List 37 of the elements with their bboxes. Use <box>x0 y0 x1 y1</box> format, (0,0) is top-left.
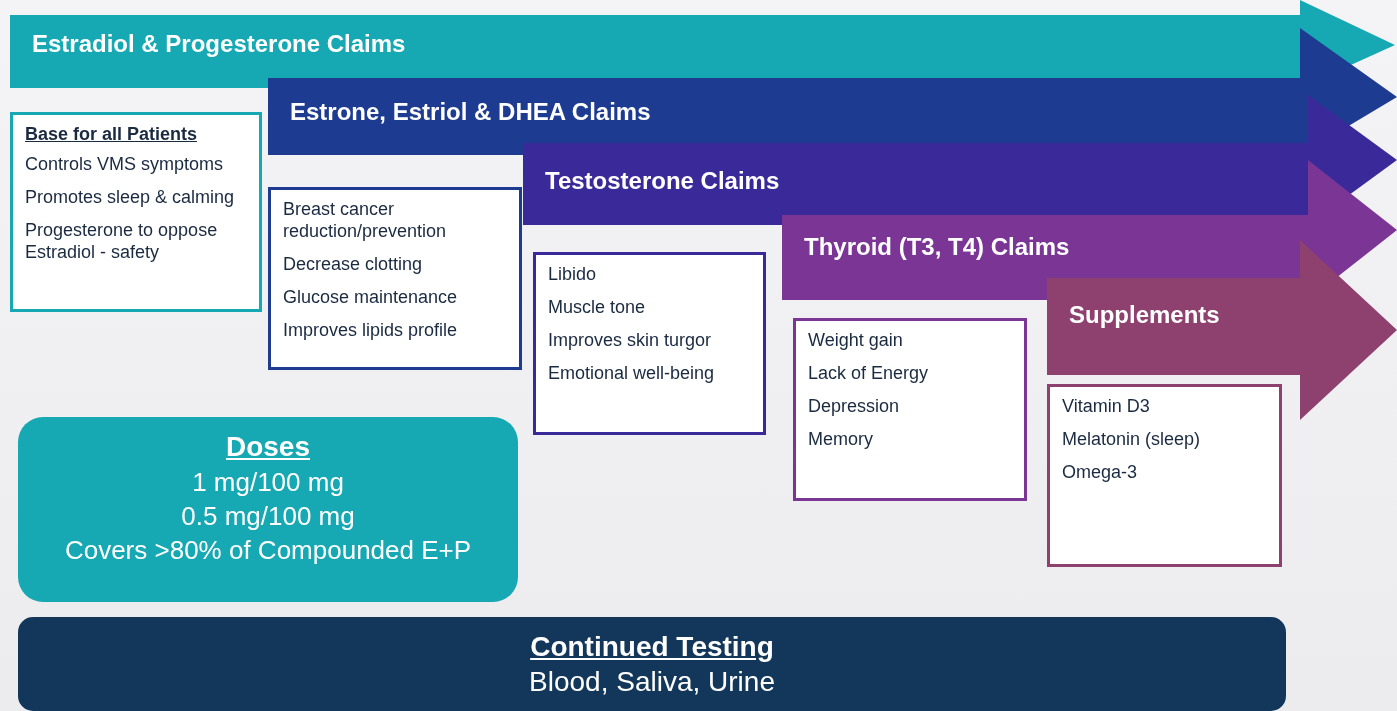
list-item: Weight gain <box>808 329 904 351</box>
dose-panel <box>18 417 518 602</box>
list-item: Improves lipids profile <box>283 319 459 341</box>
list-item: Controls VMS symptoms <box>25 153 225 175</box>
list-item: Improves skin turgor <box>548 329 713 351</box>
list-item: Progesterone to oppose Estradiol - safety <box>25 219 219 263</box>
list-item: Depression <box>808 395 901 417</box>
claims-box <box>533 252 766 435</box>
panel-text: Blood, Saliva, Urine <box>528 665 776 699</box>
list-item: Breast cancer reduction/prevention <box>283 198 448 242</box>
list-heading: Base for all Patients <box>25 123 199 145</box>
list-item: Libido <box>548 263 598 285</box>
testing-banner <box>18 617 1286 711</box>
claims-box <box>10 112 262 312</box>
list-item: Omega-3 <box>1062 461 1139 483</box>
panel-text: 0.5 mg/100 mg <box>180 500 356 533</box>
panel-heading: Continued Testing <box>529 630 775 664</box>
claims-box <box>793 318 1027 501</box>
list-item: Promotes sleep & calming <box>25 186 236 208</box>
list-item: Decrease clotting <box>283 253 424 275</box>
list-item: Vitamin D3 <box>1062 395 1151 417</box>
list-item: Lack of Energy <box>808 362 930 384</box>
panel-text: 1 mg/100 mg <box>191 466 345 499</box>
panel-text: Covers >80% of Compounded E+P <box>63 534 473 567</box>
list-item: Emotional well-being <box>548 362 716 384</box>
list-item: Muscle tone <box>548 296 647 318</box>
claims-box <box>1047 384 1282 567</box>
list-item: Memory <box>808 428 874 450</box>
panel-heading: Doses <box>224 430 311 464</box>
banner-title: Thyroid (T3, T4) Claims <box>804 233 1070 261</box>
banner-title: Estradiol & Progesterone Claims <box>32 30 406 58</box>
list-item: Glucose maintenance <box>283 286 459 308</box>
banner-title: Supplements <box>1069 301 1220 329</box>
claims-box <box>268 187 522 370</box>
banner-title: Testosterone Claims <box>545 167 780 195</box>
banner-title: Estrone, Estriol & DHEA Claims <box>290 98 651 126</box>
list-item: Melatonin (sleep) <box>1062 428 1202 450</box>
